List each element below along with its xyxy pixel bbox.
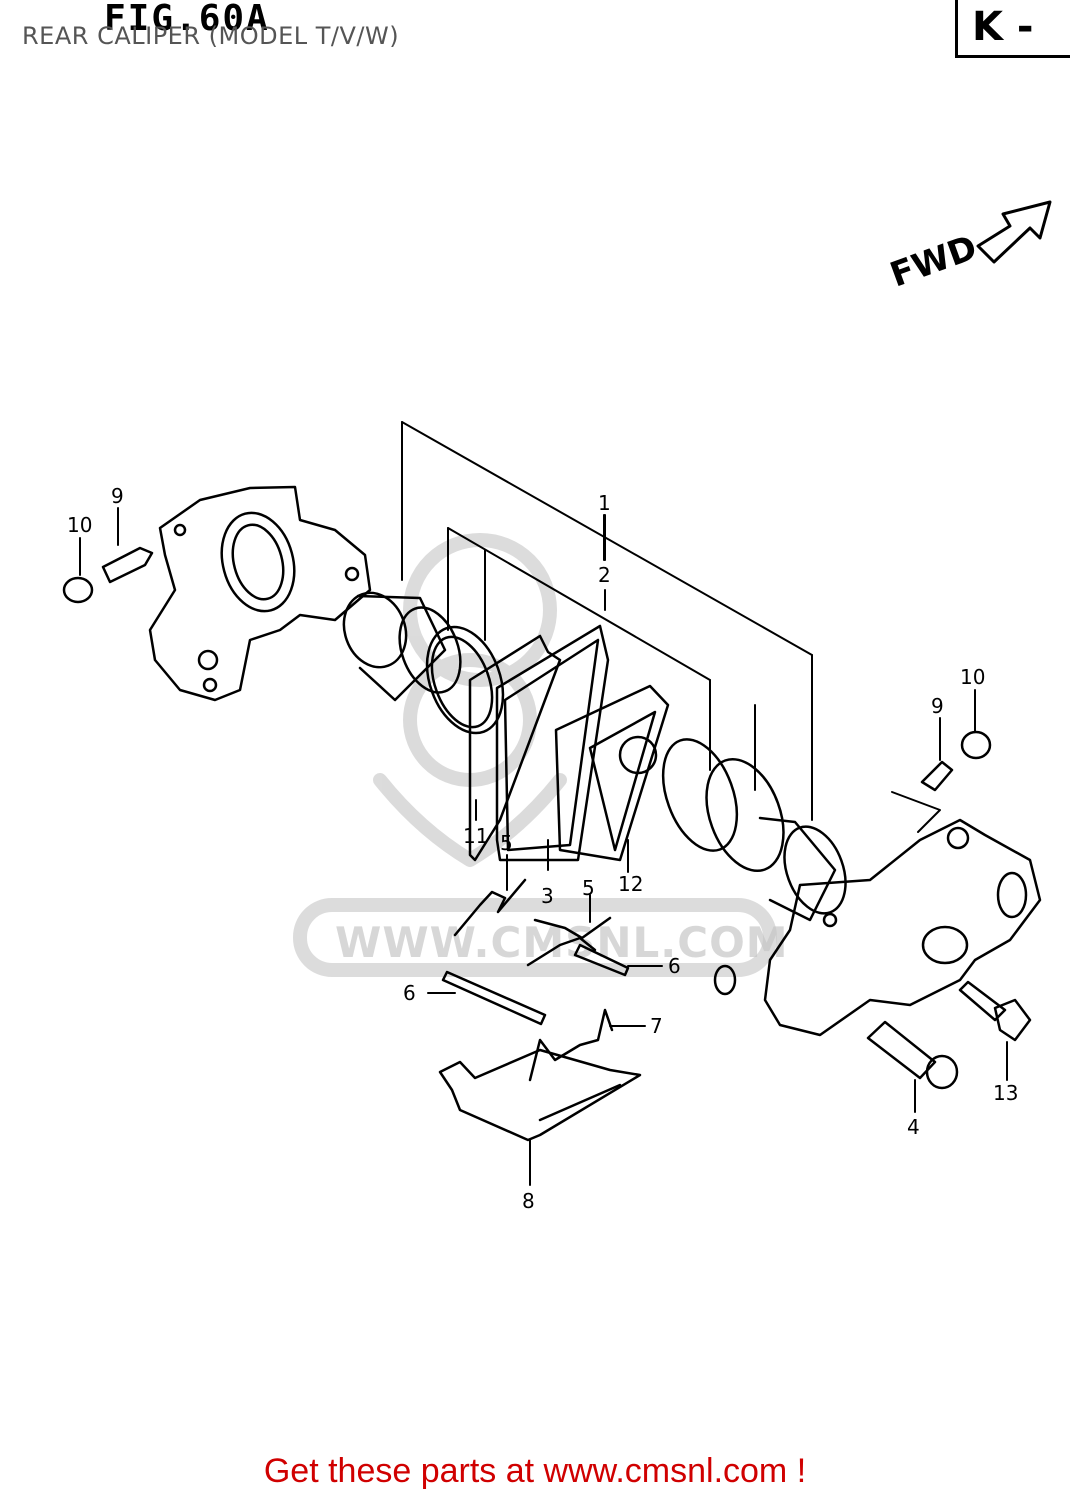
callout-12: 12 <box>618 872 643 896</box>
watermark-emblem <box>293 533 777 977</box>
left-seals <box>425 625 505 735</box>
callout-1: 1 <box>598 491 611 515</box>
callout-5a: 5 <box>500 831 513 855</box>
callout-9a: 9 <box>111 484 124 508</box>
spring-clip-5b <box>526 916 612 967</box>
pad-spring-7 <box>528 1008 614 1082</box>
callout-13: 13 <box>993 1081 1018 1105</box>
exploded-parts-diagram: 1 2 3 4 5 5 6 6 7 8 9 9 10 10 11 12 13 <box>62 200 1052 1213</box>
callout-7: 7 <box>650 1014 663 1038</box>
leader-lines <box>79 507 1008 1186</box>
figure-label: FIG.60A <box>104 0 270 39</box>
get-parts-link[interactable]: Get these parts at www.cmsnl.com ! <box>263 1452 807 1490</box>
shim-11 <box>468 634 562 862</box>
section-box <box>955 0 1070 58</box>
callout-5b: 5 <box>582 876 595 900</box>
callout-6a: 6 <box>668 954 681 978</box>
left-piston <box>342 591 462 702</box>
callout-10b: 10 <box>960 665 985 689</box>
washer <box>713 964 737 996</box>
pad-12 <box>554 684 670 862</box>
callout-8: 8 <box>522 1189 535 1213</box>
spring-clip-5a <box>453 878 527 937</box>
callout-labels: 1 2 3 4 5 5 6 6 7 8 9 9 10 10 11 12 13 <box>67 484 1018 1213</box>
pad-cover-8 <box>438 1048 642 1142</box>
callout-4: 4 <box>907 1115 920 1139</box>
fwd-arrow-icon <box>976 200 1052 264</box>
callout-2: 2 <box>598 563 611 587</box>
pad-3 <box>495 624 610 862</box>
right-caliper-body <box>763 818 1042 1037</box>
left-caliper-body <box>148 485 372 702</box>
callout-3: 3 <box>541 884 554 908</box>
callout-11: 11 <box>463 824 488 848</box>
right-seals <box>661 738 785 873</box>
left-bleeder-and-cap <box>62 546 154 604</box>
right-bleeder-and-cap <box>920 730 992 792</box>
callout-10a: 10 <box>67 513 92 537</box>
bolt-13 <box>958 980 1032 1042</box>
pad-pin-6-lower <box>441 970 547 1026</box>
pin-bolt-4 <box>866 1020 959 1090</box>
page-title: REAR CALIPER (MODEL T/V/W) <box>22 22 400 50</box>
right-piston <box>758 816 847 922</box>
kit-bracket-lines <box>401 421 813 821</box>
callout-9b: 9 <box>931 694 944 718</box>
callout-6b: 6 <box>403 981 416 1005</box>
pad-pin-6-upper <box>573 943 630 977</box>
section-label: K - <box>972 4 1034 50</box>
